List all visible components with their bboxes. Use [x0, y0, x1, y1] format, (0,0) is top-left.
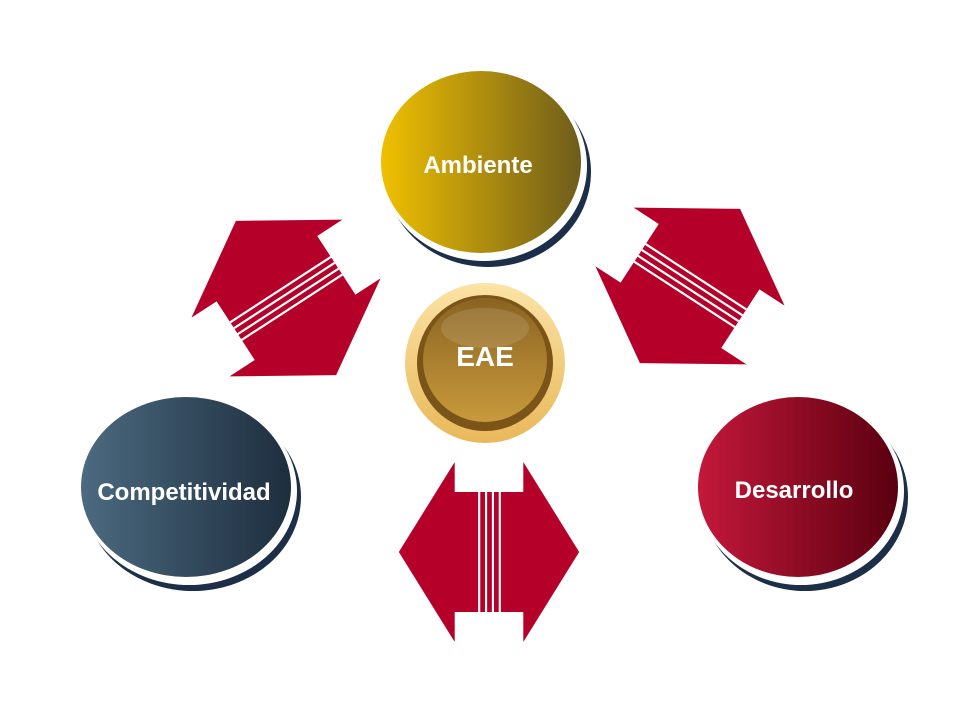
node-ambiente-label: Ambiente: [423, 152, 532, 179]
node-desarrollo: Desarrollo: [698, 397, 908, 591]
arrows-layer: [191, 207, 785, 642]
node-competitividad-label: Competitividad: [97, 479, 270, 506]
node-eae-highlight: [441, 308, 529, 348]
node-desarrollo-disc: [698, 397, 898, 577]
node-eae: EAE: [405, 283, 565, 443]
node-eae-label: EAE: [456, 341, 514, 372]
arrow-bottom: [398, 462, 580, 642]
node-competitividad-disc: [81, 397, 291, 577]
node-competitividad: Competitividad: [81, 397, 301, 591]
node-ambiente-disc: [381, 71, 581, 253]
arrow-left-diagonal: [191, 219, 381, 377]
node-ambiente: Ambiente: [381, 71, 591, 267]
arrow-right-diagonal: [595, 207, 785, 365]
node-desarrollo-label: Desarrollo: [735, 477, 854, 504]
node-eae-core: [423, 298, 547, 422]
